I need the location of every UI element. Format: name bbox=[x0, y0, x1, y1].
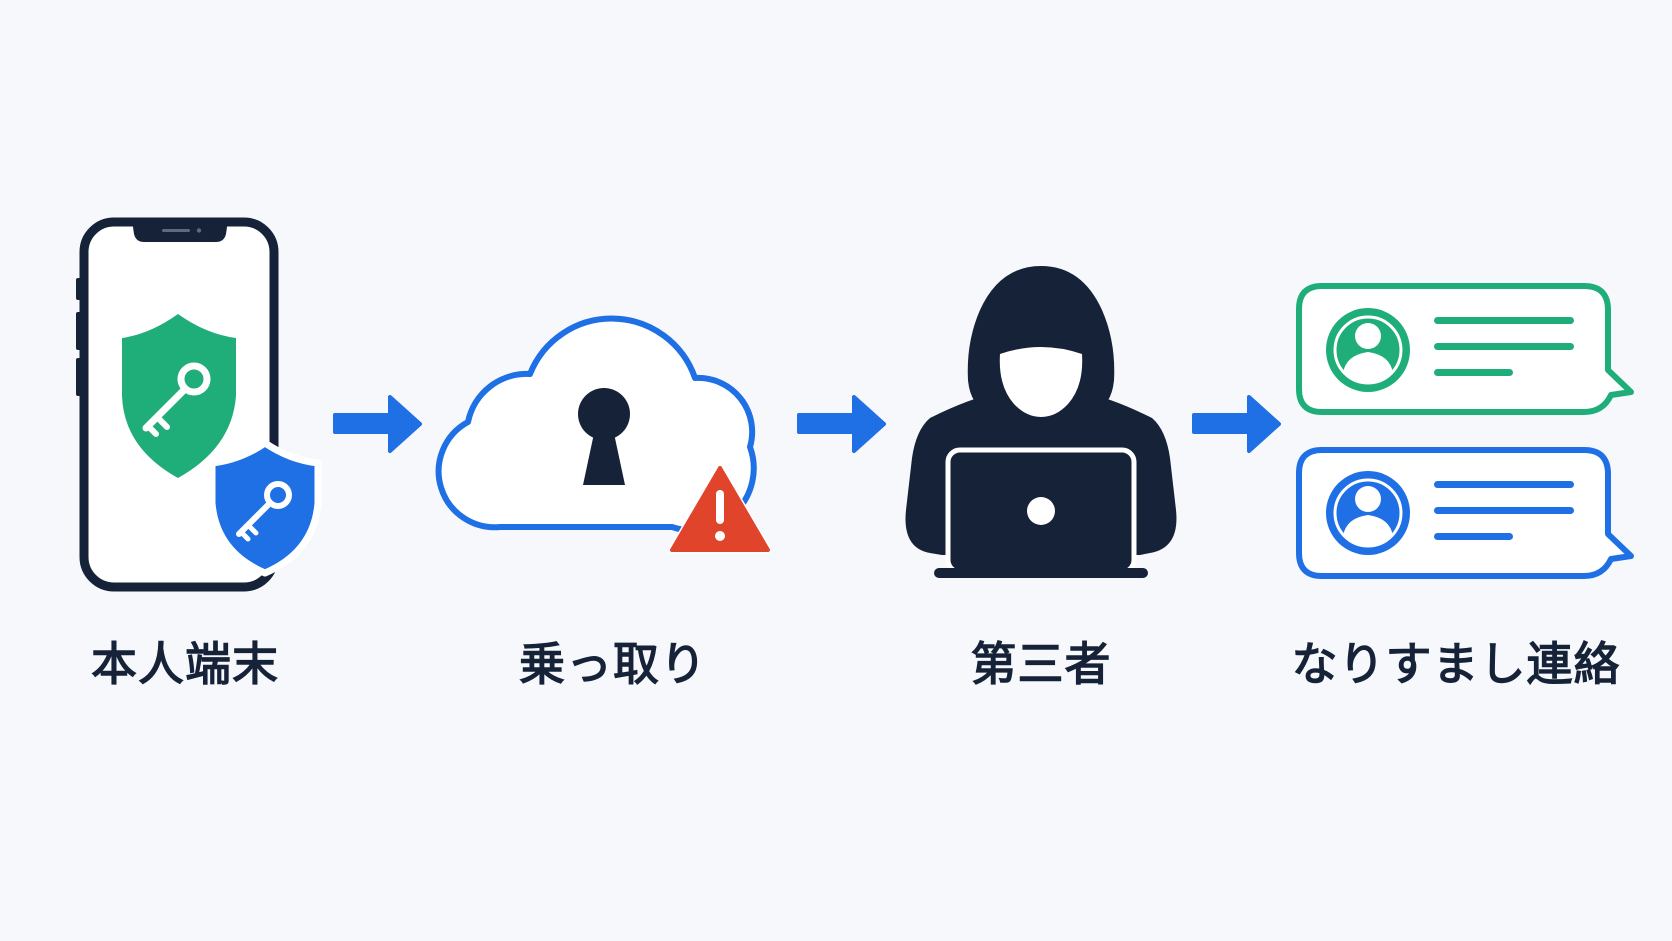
chat-bubble-blue bbox=[1296, 447, 1634, 579]
smartphone-shield-key-icon bbox=[76, 217, 322, 592]
chat-bubble-green bbox=[1296, 283, 1634, 415]
step-label-impersonation-contact: なりすまし連絡 bbox=[1291, 637, 1621, 691]
step-label-hijack: 乗っ取り bbox=[519, 637, 707, 691]
warning-icon bbox=[668, 464, 772, 554]
step-label-own-device: 本人端末 bbox=[91, 637, 279, 691]
step-label-third-party: 第三者 bbox=[970, 637, 1112, 691]
avatar-icon bbox=[1326, 308, 1410, 392]
green-shield-key-icon bbox=[122, 314, 236, 478]
arrow-right-icon bbox=[797, 395, 886, 453]
arrow-right-icon bbox=[333, 395, 422, 453]
blue-shield-key-icon bbox=[208, 439, 322, 577]
avatar-icon bbox=[1326, 471, 1410, 555]
chat-messages-icon bbox=[1296, 283, 1634, 579]
hooded-hacker-laptop-icon bbox=[905, 266, 1177, 578]
keyhole-icon bbox=[578, 388, 630, 485]
cloud-lock-warning-icon bbox=[435, 315, 772, 554]
arrow-right-icon bbox=[1192, 395, 1281, 453]
